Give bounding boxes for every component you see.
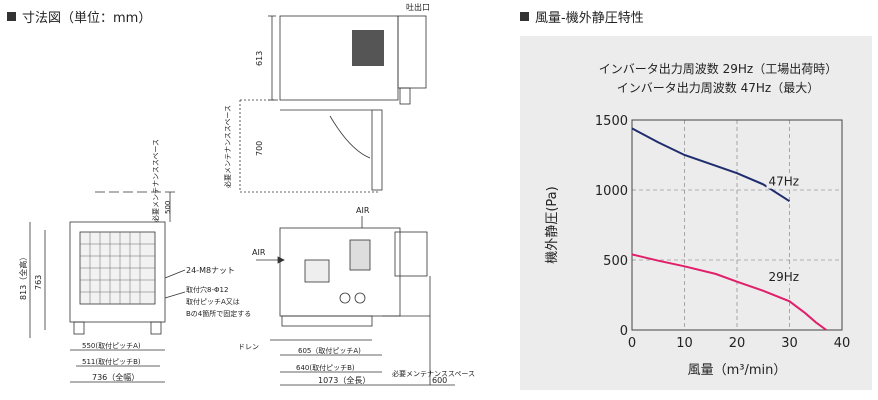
series-label-29hz: 29Hz	[769, 270, 800, 284]
square-bullet-icon	[520, 12, 529, 21]
series-line-47hz	[631, 127, 791, 203]
y-tick-label: 500	[603, 254, 628, 269]
mount-hole-label: 取付穴8-Φ12	[186, 285, 228, 294]
chart-section-title-text: 風量-機外静圧特性	[535, 11, 644, 26]
dimension-title-text: 寸法図（単位：mm）	[22, 11, 152, 26]
side-view-port	[354, 292, 366, 304]
x-tick-label: 10	[676, 336, 693, 351]
y-axis-label: 機外静圧(Pa)	[545, 186, 560, 263]
side-view-vent	[304, 259, 330, 283]
y-tick-label: 1000	[595, 184, 628, 199]
dim-613-label: 613	[255, 51, 264, 66]
x-tick-label: 20	[729, 336, 746, 351]
drain-label: ドレン	[238, 343, 259, 351]
nut-label: 24-M8ナット	[186, 266, 235, 275]
side-view	[270, 227, 455, 386]
x-axis-label: 風量（m³/min）	[688, 363, 787, 378]
outlet-label: 吐出口	[406, 2, 430, 12]
chart-panel: インバータ出力周波数 29Hz（工場出荷時） インバータ出力周波数 47Hz（最…	[520, 36, 872, 390]
side-view-panel	[349, 239, 371, 271]
pitch-b-511-label: 511(取付ピッチB)	[82, 357, 141, 366]
open-door-panel	[371, 109, 383, 191]
air-arrows	[256, 216, 363, 264]
fan-curve-chart: インバータ出力周波数 29Hz（工場出荷時） インバータ出力周波数 47Hz（最…	[545, 61, 850, 378]
series-label-47hz: 47Hz	[769, 175, 800, 189]
length-1073-label: 1073（全長）	[318, 375, 370, 385]
dim-700-label: 700	[255, 141, 264, 156]
axis-ticks: 0 10 20 30 40 0 500 1000 1500	[595, 114, 850, 351]
top-view	[239, 15, 427, 193]
pitch-a-605-label: 605（取付ピッチA)	[298, 346, 361, 355]
top-view-fitting	[399, 87, 411, 105]
side-view-body	[279, 227, 401, 317]
series-line-29hz	[631, 253, 827, 331]
side-maintenance-label: 必要メンテナンススペース	[223, 105, 232, 188]
front-maintenance-label: 必要メンテナンススペース	[392, 369, 475, 378]
series-group: 47Hz 29Hz	[631, 127, 827, 331]
x-tick-label: 0	[628, 336, 636, 351]
chart-title-line-1: インバータ出力周波数 29Hz（工場出荷時）	[599, 61, 837, 76]
dimension-drawing: 吐出口 613 700 必要メンテナンススペース 必要メンテナンススペース 50…	[18, 2, 475, 386]
top-view-grille	[352, 30, 384, 66]
mount-pitch-label: 取付ピッチA又は	[186, 297, 240, 306]
front-view	[29, 191, 186, 383]
dim-500-label: 500	[164, 201, 172, 214]
air-left-label: AIR	[252, 248, 266, 257]
chart-section-title: 風量-機外静圧特性	[520, 7, 644, 26]
side-view-port	[339, 292, 351, 304]
pitch-b-640-label: 640(取付ピッチB)	[296, 363, 355, 372]
dimension-section-title: 寸法図（単位：mm）	[7, 7, 151, 26]
height-total-label: 813（全高）	[18, 253, 28, 300]
height-763-label: 763	[34, 275, 43, 290]
x-tick-label: 30	[781, 336, 798, 351]
series-label-bg	[766, 173, 801, 189]
front-view-body	[69, 221, 166, 323]
width-736-label: 736（全幅）	[92, 372, 139, 382]
chart-title-line-2: インバータ出力周波数 47Hz（最大）	[617, 80, 819, 95]
top-maintenance-label: 必要メンテナンススペース	[151, 139, 160, 222]
side-view-base	[281, 315, 373, 327]
front-grille-lines	[80, 232, 155, 304]
chart-grid	[632, 120, 842, 330]
y-tick-label: 1500	[595, 114, 628, 129]
control-box	[394, 231, 428, 277]
x-tick-label: 40	[834, 336, 851, 351]
series-label-bg	[766, 268, 801, 284]
air-top-label: AIR	[356, 206, 370, 215]
door-swing-arc	[329, 115, 371, 159]
square-bullet-icon	[7, 12, 16, 21]
plot-frame	[631, 119, 843, 331]
pitch-a-550-label: 550(取付ピッチA)	[82, 341, 141, 350]
space-600-label: 600	[432, 376, 447, 385]
y-tick-label: 0	[620, 324, 628, 339]
outlet-duct	[397, 15, 427, 89]
front-foot-left	[73, 321, 85, 335]
front-foot-right	[150, 321, 162, 335]
mount-fix-label: Bの4箇所で固定する	[186, 309, 251, 318]
